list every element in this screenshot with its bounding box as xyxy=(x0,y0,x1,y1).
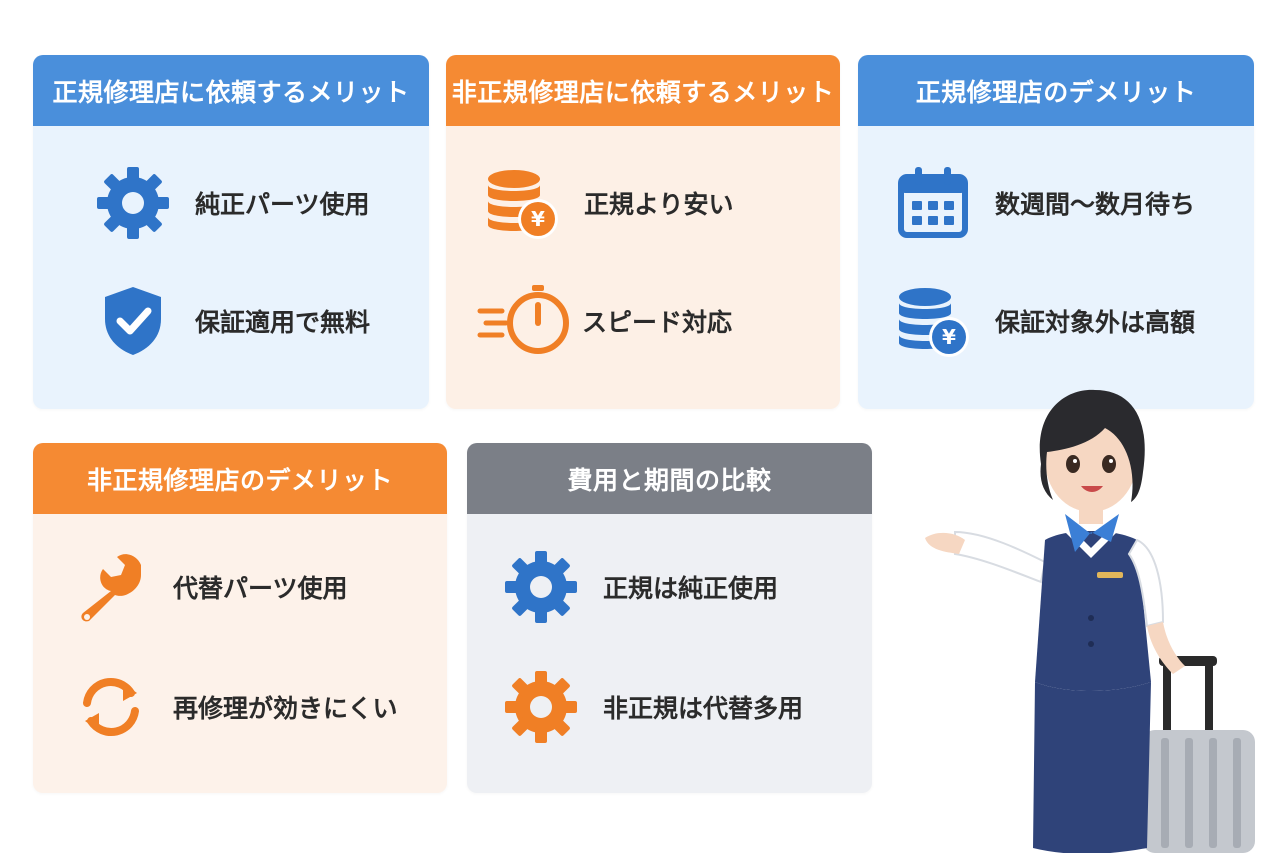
card-title: 正規修理店に依頼するメリット xyxy=(33,55,429,126)
list-item: ¥ 正規より安い xyxy=(482,163,734,243)
gear-icon xyxy=(93,163,173,243)
svg-text:¥: ¥ xyxy=(531,207,545,231)
attendant-illustration xyxy=(915,382,1255,854)
item-label: 純正パーツ使用 xyxy=(195,190,370,219)
card-title: 費用と期間の比較 xyxy=(467,443,872,514)
item-label: 正規より安い xyxy=(584,190,734,219)
stopwatch-icon xyxy=(476,281,576,361)
item-label: 再修理が効きにくい xyxy=(173,694,398,723)
calendar-icon xyxy=(893,163,973,243)
item-label: 代替パーツ使用 xyxy=(173,574,348,603)
list-item: 非正規は代替多用 xyxy=(501,667,803,747)
card-title: 正規修理店のデメリット xyxy=(858,55,1254,126)
list-item: ¥ 保証対象外は高額 xyxy=(893,281,1195,361)
item-label: 非正規は代替多用 xyxy=(603,694,804,723)
yen-coins-icon: ¥ xyxy=(893,281,973,361)
suitcase-icon xyxy=(1143,656,1255,853)
list-item: 代替パーツ使用 xyxy=(71,547,348,627)
card-title: 非正規修理店のデメリット xyxy=(33,443,447,514)
yen-coins-icon: ¥ xyxy=(482,163,562,243)
list-item: 再修理が効きにくい xyxy=(71,667,398,747)
item-label: 保証適用で無料 xyxy=(195,308,371,337)
refresh-icon xyxy=(71,667,151,747)
item-label: 数週間〜数月待ち xyxy=(995,190,1196,219)
card-unofficial-merits: 非正規修理店に依頼するメリット ¥ 正規より安い スピード対応 xyxy=(446,55,840,409)
svg-text:¥: ¥ xyxy=(942,325,956,349)
card-title: 非正規修理店に依頼するメリット xyxy=(446,55,840,126)
card-unofficial-demerits: 非正規修理店のデメリット 代替パーツ使用 再修理が効きにくい xyxy=(33,443,447,793)
list-item: 純正パーツ使用 xyxy=(93,163,370,243)
list-item: スピード対応 xyxy=(476,281,732,361)
card-official-demerits: 正規修理店のデメリット 数週間〜数月待ち ¥ 保証対象外は高額 xyxy=(858,55,1254,409)
list-item: 数週間〜数月待ち xyxy=(893,163,1195,243)
gear-icon xyxy=(501,667,581,747)
item-label: スピード対応 xyxy=(582,308,733,337)
card-comparison: 費用と期間の比較 正規は純正使用 非正規は代替多用 xyxy=(467,443,872,793)
list-item: 保証適用で無料 xyxy=(93,281,370,361)
gear-icon xyxy=(501,547,581,627)
card-official-merits: 正規修理店に依頼するメリット 純正パーツ使用 保証適用で無料 xyxy=(33,55,429,409)
list-item: 正規は純正使用 xyxy=(501,547,778,627)
shield-check-icon xyxy=(93,281,173,361)
item-label: 保証対象外は高額 xyxy=(995,308,1196,337)
item-label: 正規は純正使用 xyxy=(603,574,779,603)
wrench-icon xyxy=(71,547,151,627)
